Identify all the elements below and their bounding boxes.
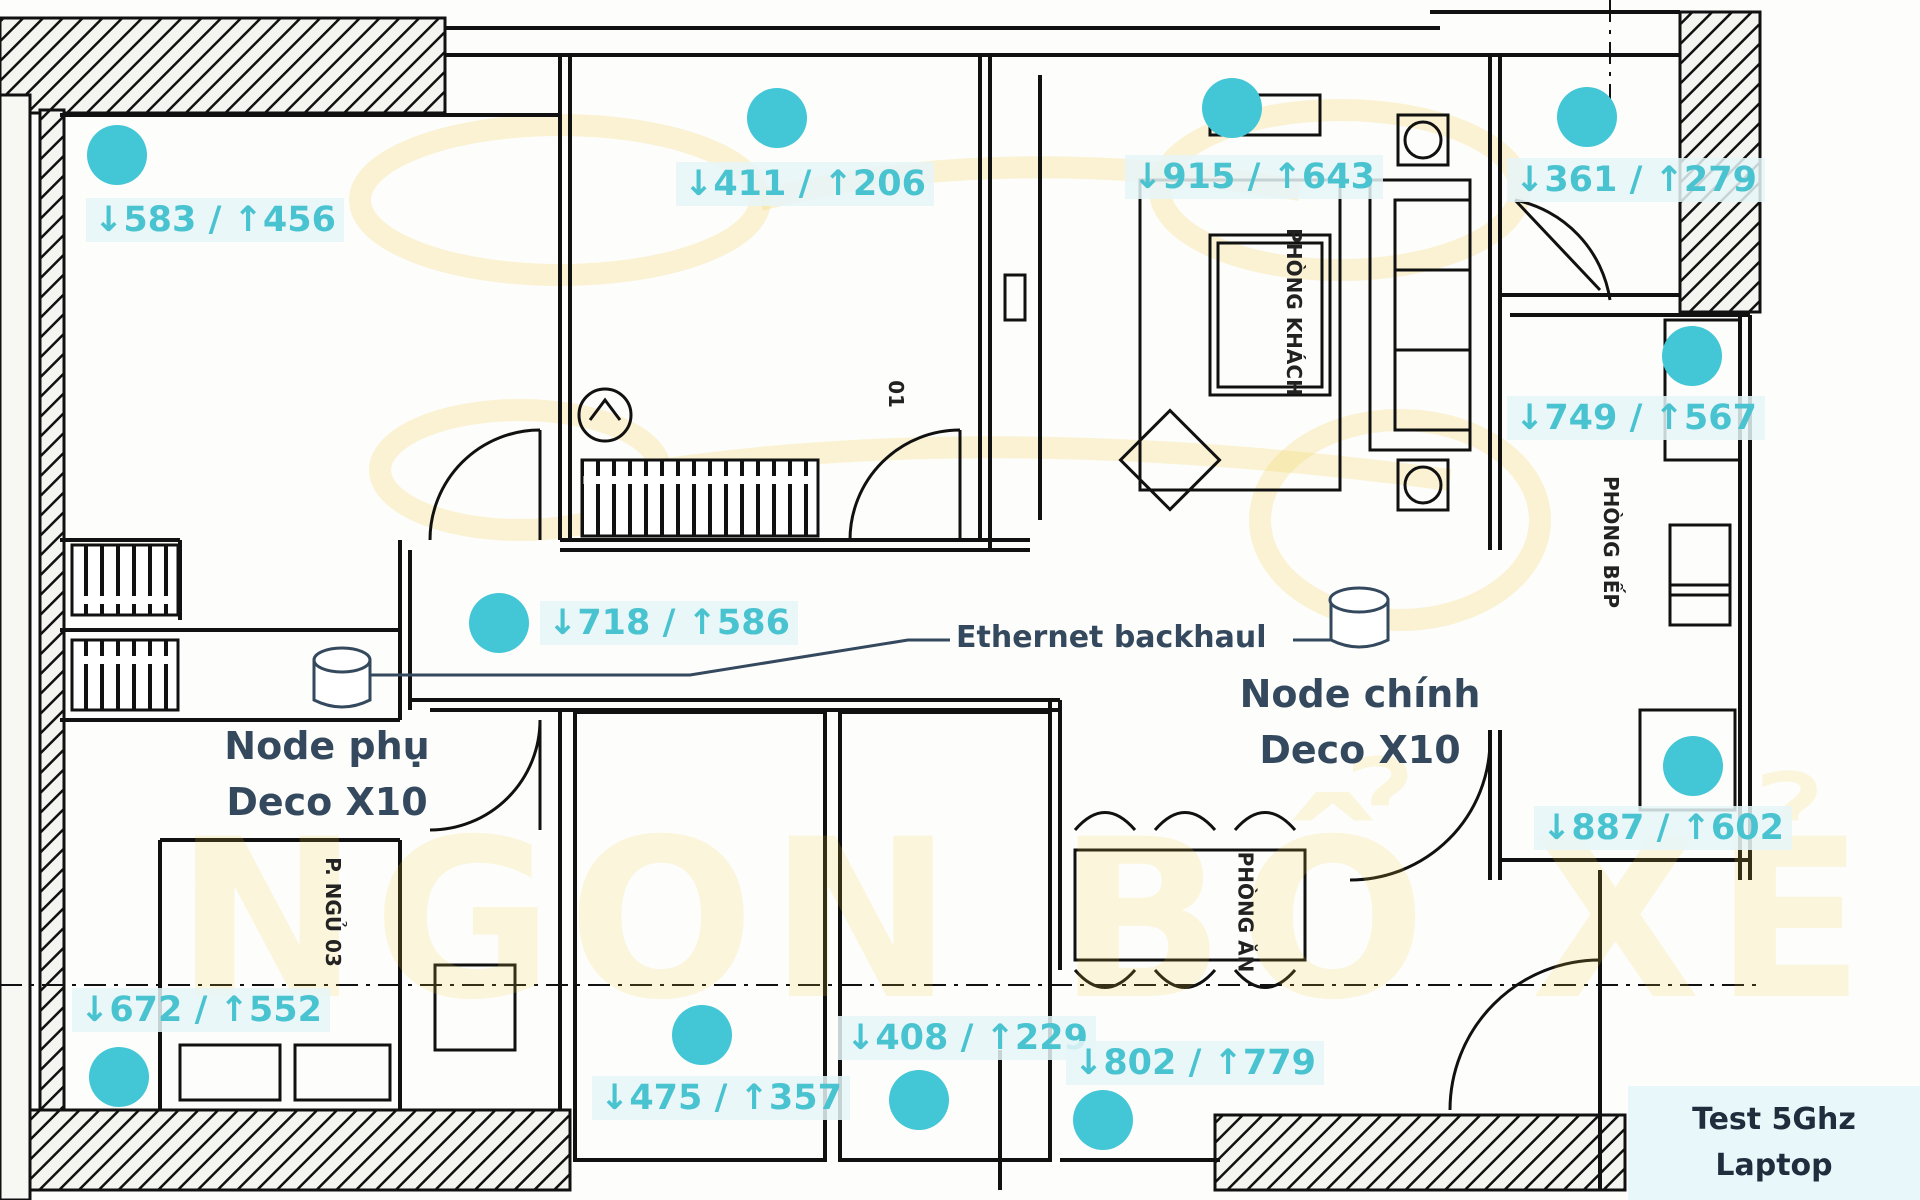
radiators — [70, 458, 820, 712]
legend-device: Laptop — [1715, 1148, 1833, 1183]
test-point-dot — [1202, 78, 1262, 138]
speed-reading: ↓361 / ↑279 — [1507, 158, 1765, 202]
node-secondary-model: Deco X10 — [226, 780, 428, 824]
room-label-01: 01 — [883, 380, 908, 408]
room-label-dining: PHÒNG ĂN — [1233, 851, 1258, 973]
test-point-dot — [1557, 87, 1617, 147]
test-point-dot — [1663, 736, 1723, 796]
speed-reading: ↓718 / ↑586 — [540, 601, 798, 645]
room-label-kitchen: PHÒNG BẾP — [1599, 475, 1624, 609]
legend-box: Test 5Ghz Laptop — [1628, 1086, 1920, 1200]
test-point-dot — [469, 593, 529, 653]
speed-reading: ↓408 / ↑229 — [838, 1016, 1096, 1060]
test-point-dot — [87, 125, 147, 185]
speed-reading: ↓915 / ↑643 — [1125, 155, 1383, 199]
test-point-dot — [889, 1070, 949, 1130]
speed-reading: ↓672 / ↑552 — [72, 988, 330, 1032]
node-main-model: Deco X10 — [1259, 728, 1461, 772]
deco-node-main-icon — [1328, 586, 1390, 649]
test-point-dot — [1662, 326, 1722, 386]
ethernet-backhaul-label: Ethernet backhaul — [952, 620, 1271, 655]
test-point-dot — [89, 1047, 149, 1107]
node-main-name: Node chính — [1239, 672, 1481, 716]
ethernet-backhaul-line — [368, 638, 950, 677]
room-walls — [60, 10, 1752, 1190]
speed-reading: ↓802 / ↑779 — [1066, 1041, 1324, 1085]
room-label-living: PHÒNG KHÁCH — [1281, 228, 1306, 396]
speed-reading: ↓887 / ↑602 — [1534, 806, 1792, 850]
test-point-dot — [672, 1005, 732, 1065]
node-secondary-label: Node phụ Deco X10 — [177, 718, 477, 830]
speed-reading: ↓411 / ↑206 — [676, 162, 934, 206]
node-secondary-name: Node phụ — [224, 724, 430, 768]
deco-node-secondary-icon — [312, 646, 372, 709]
test-point-dot — [1073, 1090, 1133, 1150]
legend-test-band: Test 5Ghz — [1692, 1102, 1856, 1137]
speed-reading: ↓749 / ↑567 — [1507, 396, 1765, 440]
node-main-label: Node chính Deco X10 — [1210, 666, 1510, 778]
room-label-bedroom-3: P. NGỦ 03 — [320, 857, 345, 967]
speed-reading: ↓475 / ↑357 — [592, 1076, 850, 1120]
watermark-text: NGON BỔ XẺ — [175, 792, 1879, 1048]
speed-reading: ↓583 / ↑456 — [86, 198, 344, 242]
test-point-dot — [747, 88, 807, 148]
